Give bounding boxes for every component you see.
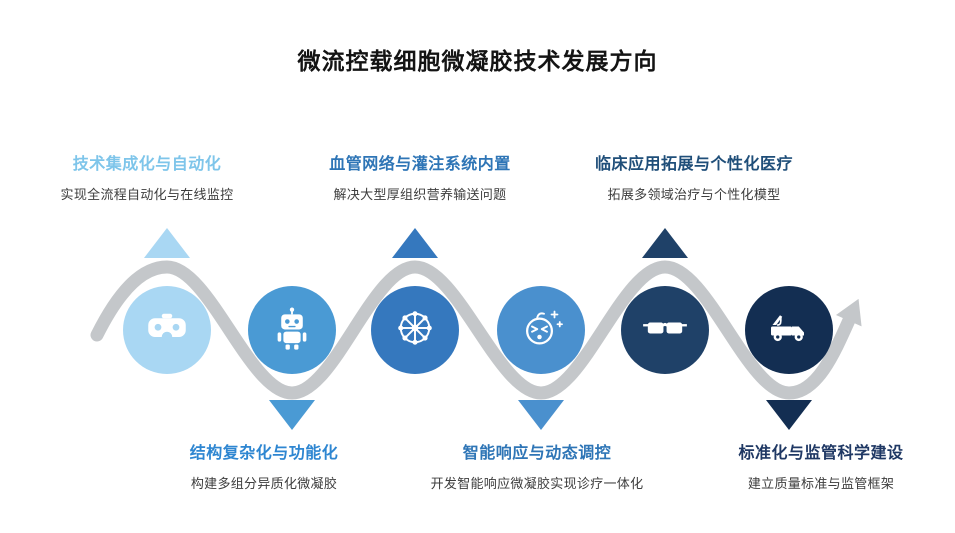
stage-node-3 bbox=[371, 286, 459, 374]
stage-heading: 智能响应与动态调控 bbox=[462, 445, 612, 462]
stage-node-4 bbox=[497, 286, 585, 374]
triangle-down-stage-2 bbox=[269, 400, 315, 430]
stage-subtitle: 构建多组分异质化微凝胶 bbox=[190, 476, 338, 491]
stage-heading: 临床应用拓展与个性化医疗 bbox=[594, 156, 793, 173]
stage-subtitle: 开发智能响应微凝胶实现诊疗一体化 bbox=[430, 476, 644, 491]
angry-face-icon bbox=[517, 304, 565, 357]
stage-label-group-6: 标准化与监管科学建设 建立质量标准与监管框架 bbox=[686, 439, 955, 492]
triangle-down-stage-6 bbox=[766, 400, 812, 430]
stage-heading: 标准化与监管科学建设 bbox=[738, 445, 904, 462]
triangle-up-stage-5 bbox=[642, 228, 688, 258]
stage-subtitle: 解决大型厚组织营养输送问题 bbox=[333, 187, 507, 202]
stage-label-group-2: 结构复杂化与功能化 构建多组分异质化微凝胶 bbox=[129, 439, 399, 492]
triangle-down-stage-4 bbox=[518, 400, 564, 430]
stage-heading: 血管网络与灌注系统内置 bbox=[329, 156, 511, 173]
triangle-up-stage-1 bbox=[144, 228, 190, 258]
stage-node-2 bbox=[248, 286, 336, 374]
stage-subtitle: 拓展多领域治疗与个性化模型 bbox=[607, 187, 781, 202]
stage-label-group-3: 血管网络与灌注系统内置 解决大型厚组织营养输送问题 bbox=[285, 150, 555, 203]
stage-node-1 bbox=[123, 286, 211, 374]
tow-truck-icon bbox=[765, 304, 813, 357]
page-title: 微流控载细胞微凝胶技术发展方向 bbox=[297, 48, 658, 74]
wave-path bbox=[90, 260, 857, 400]
stage-label-group-1: 技术集成化与自动化 实现全流程自动化与在线监控 bbox=[12, 150, 282, 203]
stage-heading: 技术集成化与自动化 bbox=[72, 156, 222, 173]
stage-node-6 bbox=[745, 286, 833, 374]
flow-arrowhead-icon bbox=[835, 298, 862, 327]
stage-heading: 结构复杂化与功能化 bbox=[189, 445, 339, 462]
stage-node-5 bbox=[621, 286, 709, 374]
robot-icon bbox=[269, 305, 315, 356]
stage-subtitle: 建立质量标准与监管框架 bbox=[747, 476, 895, 491]
vr-headset-icon bbox=[143, 304, 191, 357]
stage-label-group-4: 智能响应与动态调控 开发智能响应微凝胶实现诊疗一体化 bbox=[402, 439, 672, 492]
ferris-wheel-icon bbox=[391, 304, 439, 357]
triangle-up-stage-3 bbox=[392, 228, 438, 258]
stage-subtitle: 实现全流程自动化与在线监控 bbox=[60, 187, 234, 202]
stage-label-group-5: 临床应用拓展与个性化医疗 拓展多领域治疗与个性化模型 bbox=[559, 150, 829, 203]
glasses-icon bbox=[640, 303, 690, 358]
